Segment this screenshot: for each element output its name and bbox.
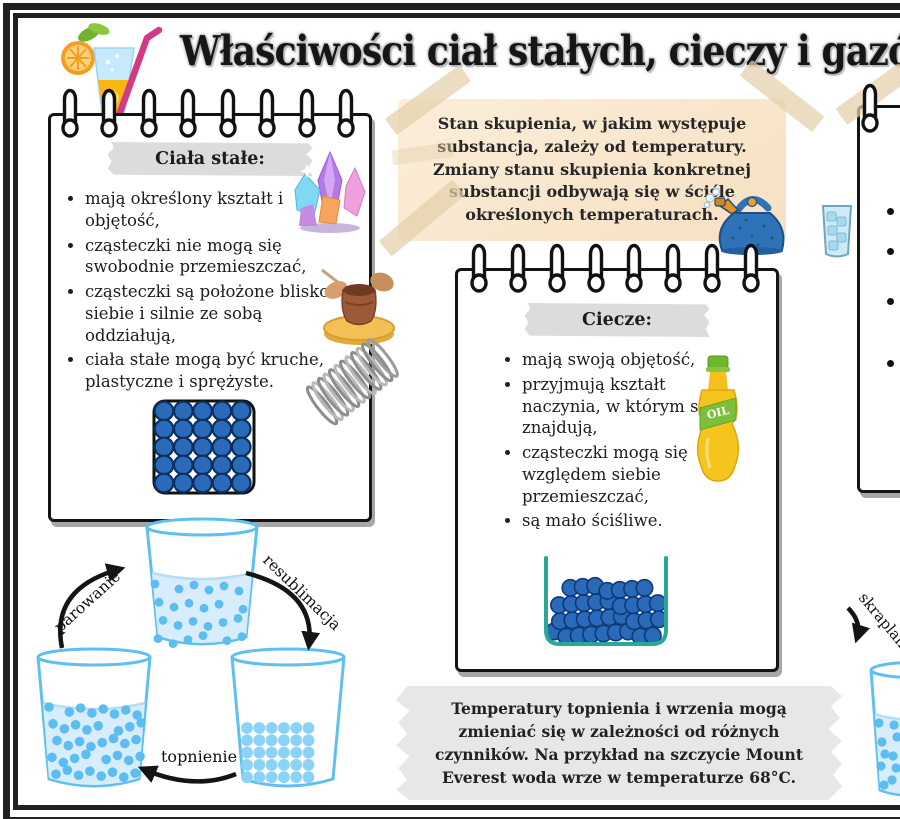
evaporation-arrow [58,563,126,649]
gases-card-partial [857,105,900,493]
binder-ring-icon [664,243,682,293]
condensation-arrow [846,606,870,644]
binder-ring-icon [703,243,721,293]
binder-ring-icon [61,88,79,138]
solids-bullets: mają określony kształt i objętość, cząst… [61,188,357,393]
deposition-arrow [245,570,321,651]
binder-ring-icon [586,243,605,293]
liquid-cup [36,647,152,788]
binder-ring-icon [547,243,566,293]
bullet-item: przyjmują kształt naczynia, w którym się… [522,374,747,439]
melting-arrow [137,765,237,784]
solid-particle-model [152,399,256,495]
gases-card-rings [858,81,884,135]
everest-note: Temperatury topnienia i wrzenia mogą zmi… [396,686,842,800]
liquid-particle-model [544,556,668,646]
solid-cup [230,647,346,788]
binder-ring-icon [218,88,237,138]
solids-card-rings [58,86,358,140]
bullet-item: cząsteczki nie mogą się swobodnie przemi… [85,235,357,279]
binder-ring-icon [100,88,119,138]
melting-label: topnienie [161,747,237,766]
bullet-item: ciała stałe mogą być kruche, plastyczne … [85,349,357,393]
binder-ring-icon [140,88,158,138]
binder-ring-icon [509,243,527,293]
binder-ring-icon [297,88,316,138]
binder-ring-icon [742,243,760,293]
temperature-note: Stan skupienia, w jakim występuje substa… [398,99,786,241]
condensation-label: skraplanie [855,589,900,662]
poster-outer-frame [3,3,900,819]
bullet-dot [887,360,894,367]
evaporation-label: parowanie [51,567,124,636]
condensation-cycle-fragment: skraplanie [846,589,900,797]
binder-ring-icon [470,243,488,293]
spring-icon [305,338,399,426]
oil-bottle-label: OIL [706,404,731,422]
binder-ring-icon [258,88,276,138]
liquids-bullets: mają swoją objętość, przyjmują kształt n… [498,349,747,532]
binder-ring-icon [625,243,644,293]
solids-heading: Ciała stałe: [107,142,313,176]
state-cycle-diagram: parowanie resublimacja topnienie [36,517,346,788]
binder-ring-icon [179,88,197,138]
bullet-dot [887,248,894,255]
bullet-item: mają określony kształt i objętość, [85,188,357,232]
crystals-icon [294,150,366,233]
bullet-dot [887,208,894,215]
condensation-cup [869,661,900,797]
liquids-card-rings [467,241,763,295]
pottery-hands-icon [321,268,395,345]
gas-cup [145,517,259,648]
binder-ring-icon [337,88,355,138]
bullet-item: są mało ściśliwe. [522,510,747,532]
page-title: Właściwości ciał stałych, cieczy i gazów [180,27,900,75]
bullet-item: mają swoją objętość, [522,349,747,371]
liquids-heading: Ciecze: [524,303,710,337]
bullet-dot [887,298,894,305]
oil-bottle-icon: OIL [696,355,740,482]
ice-glass-icon [821,205,853,258]
binder-ring-icon [861,83,879,133]
poster-inner-frame [13,13,900,810]
deposition-label: resublimacja [259,551,344,634]
bullet-item: cząsteczki są położone blisko siebie i s… [85,281,357,346]
bullet-item: cząsteczki mogą się względem siebie prze… [522,442,747,507]
